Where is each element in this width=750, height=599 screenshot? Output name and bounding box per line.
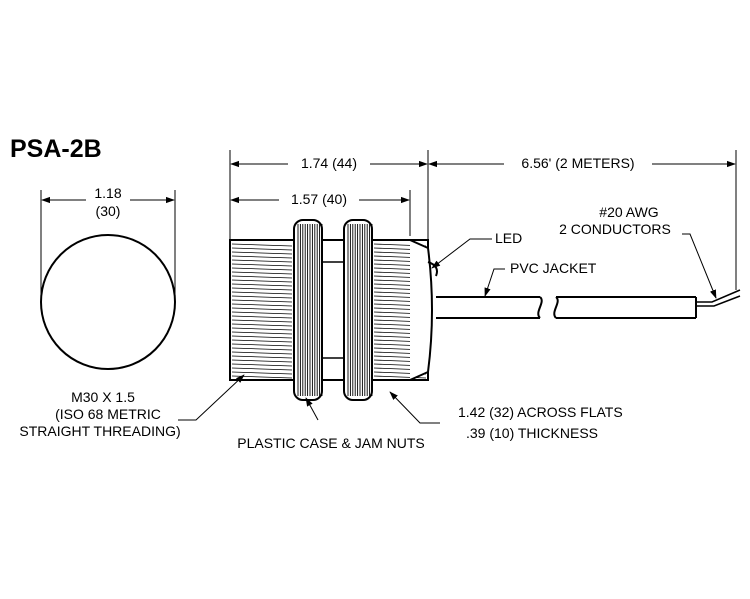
overall-length-label: 1.74 (44) bbox=[301, 155, 357, 171]
thread-line bbox=[231, 323, 293, 327]
overall-length-label-bg bbox=[288, 153, 370, 173]
cable bbox=[436, 289, 741, 319]
thread-line bbox=[231, 319, 293, 323]
jam-nut-knurling bbox=[297, 224, 373, 396]
thread-leader bbox=[178, 374, 245, 421]
thread-line bbox=[231, 327, 293, 331]
thread-line bbox=[231, 279, 293, 283]
thread-line bbox=[231, 343, 293, 347]
thread-line bbox=[231, 255, 293, 259]
jacket-leader bbox=[484, 268, 505, 297]
thread-line bbox=[231, 359, 293, 363]
thread-line bbox=[231, 295, 293, 299]
thread-line bbox=[231, 331, 293, 335]
cable-length-label: 6.56' (2 METERS) bbox=[521, 155, 634, 171]
thread-line bbox=[231, 283, 293, 287]
thread-pattern bbox=[231, 243, 427, 379]
conductor-wire-1 bbox=[696, 289, 741, 303]
front-view: 1.18 (30) bbox=[40, 185, 176, 370]
thread-line bbox=[231, 335, 293, 339]
thread-line bbox=[231, 367, 293, 371]
thread-line bbox=[231, 259, 293, 263]
sensor-end-cap bbox=[409, 239, 433, 381]
part-number-title: PSA-2B bbox=[10, 135, 102, 163]
thread-line bbox=[231, 291, 293, 295]
thread-line bbox=[231, 275, 293, 279]
case-length-label: 1.57 (40) bbox=[291, 191, 347, 207]
conductors-label: 2 CONDUCTORS bbox=[559, 221, 671, 237]
thread-line bbox=[231, 287, 293, 291]
wire-gauge-label: #20 AWG bbox=[599, 204, 658, 220]
thread-line bbox=[231, 311, 293, 315]
case-length-label-bg bbox=[279, 189, 359, 209]
thread-line bbox=[231, 271, 293, 275]
thread-line bbox=[231, 303, 293, 307]
thread-line bbox=[231, 339, 293, 343]
jacket-label: PVC JACKET bbox=[510, 260, 597, 276]
led-label: LED bbox=[495, 230, 522, 246]
cable-length-label-bg bbox=[504, 153, 652, 173]
thread-line bbox=[231, 315, 293, 319]
conductor-wire-2 bbox=[696, 295, 741, 307]
thread-line bbox=[231, 355, 293, 359]
thread-line bbox=[231, 299, 293, 303]
thread-line bbox=[231, 263, 293, 267]
flats-leader bbox=[389, 391, 440, 424]
cable-break-right bbox=[553, 296, 559, 319]
diameter-mm: (30) bbox=[96, 203, 121, 219]
front-view-circle bbox=[40, 234, 176, 370]
thread-line bbox=[231, 347, 293, 351]
thread-line bbox=[231, 247, 293, 251]
side-view bbox=[229, 219, 438, 401]
thread-line bbox=[231, 251, 293, 255]
conductors-leader bbox=[682, 233, 717, 299]
diameter-inches: 1.18 bbox=[94, 185, 121, 201]
thread-spec-line2: (ISO 68 METRIC bbox=[55, 406, 161, 422]
thread-line bbox=[231, 363, 293, 367]
thread-line bbox=[231, 351, 293, 355]
led-leader bbox=[431, 238, 492, 269]
thickness-label: .39 (10) THICKNESS bbox=[466, 425, 598, 441]
thread-spec-line3: STRAIGHT THREADING) bbox=[19, 423, 180, 439]
case-nuts-leader bbox=[305, 397, 319, 421]
across-flats-label: 1.42 (32) ACROSS FLATS bbox=[458, 404, 623, 420]
thread-line bbox=[231, 371, 293, 375]
leader-lines bbox=[178, 233, 717, 424]
thread-spec-line1: M30 X 1.5 bbox=[71, 389, 135, 405]
thread-line bbox=[231, 243, 293, 247]
case-nuts-label: PLASTIC CASE & JAM NUTS bbox=[237, 435, 424, 451]
diameter-label-bg bbox=[86, 188, 130, 222]
side-view-dimensions: 1.74 (44) 1.57 (40) 6.56' (2 METERS) bbox=[229, 150, 737, 290]
cable-break-left bbox=[537, 296, 543, 319]
thread-line bbox=[231, 307, 293, 311]
thread-line bbox=[231, 267, 293, 271]
